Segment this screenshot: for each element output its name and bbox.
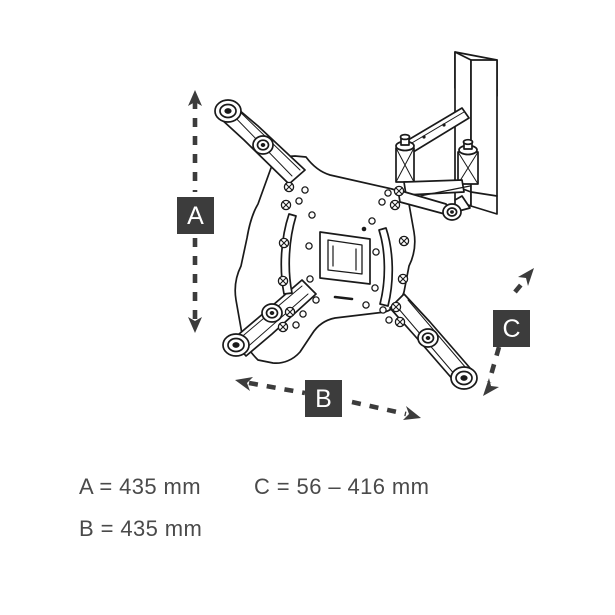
dimension-c-line-upper bbox=[513, 278, 527, 294]
dimension-a-badge bbox=[177, 197, 214, 234]
dimension-b-badge-label: B bbox=[315, 385, 332, 413]
caption-b-dimension: B = 435 mm bbox=[79, 516, 203, 541]
upper-right-arm bbox=[397, 189, 462, 221]
dimension-caption-block: A = 435 mm B = 435 mm C = 56 – 416 mm bbox=[0, 455, 615, 575]
lower-right-arm bbox=[389, 293, 478, 390]
right-pivot-joint bbox=[457, 138, 479, 185]
lower-link-arms bbox=[403, 179, 471, 197]
dimension-c-badge bbox=[493, 310, 530, 347]
dimension-marker-a: A bbox=[177, 90, 214, 333]
dimension-marker-c: C bbox=[483, 268, 534, 396]
dimension-c-arrowhead-bottom bbox=[483, 378, 499, 396]
lower-left-arm bbox=[222, 279, 317, 357]
plate-fastener-holes bbox=[277, 181, 410, 333]
upper-left-arm bbox=[214, 99, 306, 185]
dimension-b-arrowhead-left bbox=[235, 377, 253, 391]
brand-mark bbox=[333, 295, 354, 301]
dimension-b-arrowhead-right bbox=[403, 406, 421, 420]
vesa-center-opening bbox=[319, 231, 371, 285]
tv-wall-mount-illustration bbox=[214, 51, 498, 390]
caption-c-dimension: C = 56 – 416 mm bbox=[254, 474, 430, 499]
dimension-b-badge bbox=[305, 380, 342, 417]
dimension-b-line-left bbox=[248, 380, 306, 396]
dimension-c-arrowhead-top bbox=[518, 268, 534, 286]
dimension-a-arrowhead-top bbox=[188, 90, 202, 106]
dimension-a-arrowhead-bottom bbox=[188, 317, 202, 333]
dimension-c-badge-label: C bbox=[502, 315, 520, 343]
dimension-b-line-right bbox=[351, 399, 407, 417]
caption-a-dimension: A = 435 mm bbox=[79, 474, 202, 499]
dimension-a-badge-label: A bbox=[187, 202, 204, 230]
dimension-marker-b: B bbox=[235, 377, 421, 420]
dimension-c-line-lower bbox=[486, 346, 502, 383]
